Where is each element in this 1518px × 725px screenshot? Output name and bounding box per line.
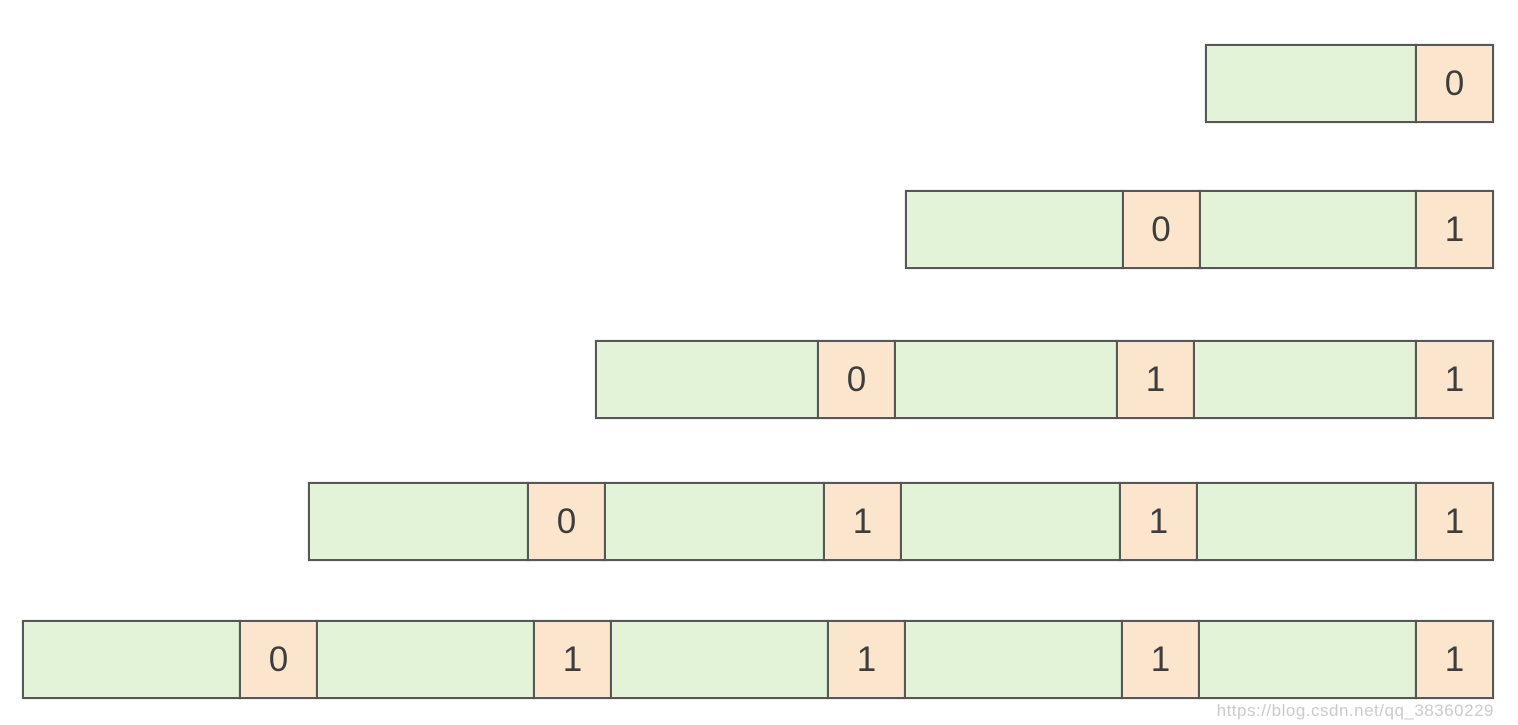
digit-cell: 1 bbox=[827, 620, 906, 699]
digit-cell: 1 bbox=[1121, 620, 1200, 699]
string-segment bbox=[1198, 620, 1417, 699]
digit-cell: 1 bbox=[823, 482, 902, 561]
digit-cell: 1 bbox=[1415, 340, 1494, 419]
string-segment bbox=[22, 620, 241, 699]
bar-row: 0 1 1 1 bbox=[308, 482, 1494, 561]
digit-cell: 0 bbox=[239, 620, 318, 699]
string-segment bbox=[1193, 340, 1417, 419]
digit-cell: 0 bbox=[1415, 44, 1494, 123]
digit-cell: 1 bbox=[1415, 482, 1494, 561]
bar-row: 0 bbox=[1205, 44, 1494, 123]
digit-cell: 0 bbox=[527, 482, 606, 561]
string-segment bbox=[1198, 190, 1417, 269]
string-segment bbox=[900, 482, 1121, 561]
digit-cell: 1 bbox=[1119, 482, 1198, 561]
digit-cell: 0 bbox=[1121, 190, 1201, 269]
string-segment bbox=[604, 482, 825, 561]
string-segment bbox=[316, 620, 535, 699]
digit-cell: 1 bbox=[1415, 190, 1494, 269]
digit-cell: 1 bbox=[1415, 620, 1494, 699]
string-segment bbox=[905, 190, 1124, 269]
bar-row: 0 1 1 bbox=[595, 340, 1494, 419]
digit-cell: 0 bbox=[817, 340, 896, 419]
digit-cell: 1 bbox=[1116, 340, 1195, 419]
bar-row: 0 1 1 1 1 bbox=[22, 620, 1494, 699]
watermark-text: https://blog.csdn.net/qq_38360229 bbox=[1216, 701, 1494, 720]
string-segment bbox=[904, 620, 1123, 699]
string-segment bbox=[610, 620, 829, 699]
string-segment bbox=[1205, 44, 1417, 123]
string-segment bbox=[595, 340, 819, 419]
digit-cell: 1 bbox=[533, 620, 612, 699]
string-segment bbox=[1196, 482, 1417, 561]
string-segment bbox=[308, 482, 529, 561]
string-segment bbox=[894, 340, 1118, 419]
